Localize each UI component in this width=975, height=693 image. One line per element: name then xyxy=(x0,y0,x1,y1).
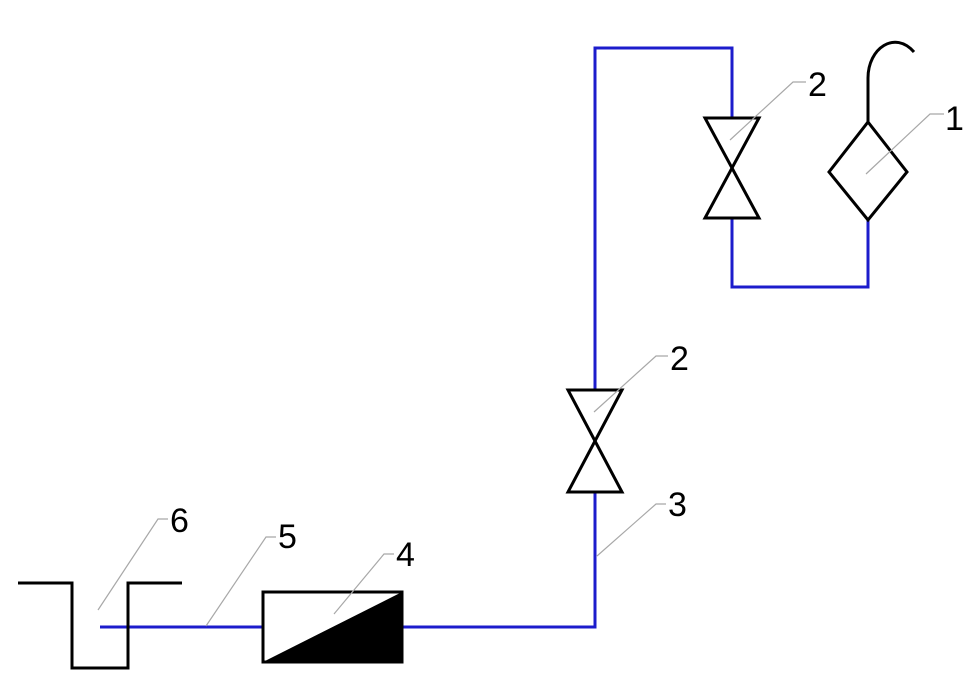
filter-diamond xyxy=(827,119,909,223)
pipe-filter-to-upper-valve xyxy=(730,218,870,289)
lower-valve-triangle-bottom xyxy=(565,437,625,494)
half-filled-box-icon xyxy=(261,590,404,664)
lower-valve-triangle-top xyxy=(565,388,625,445)
tank-outline xyxy=(18,581,182,670)
callout-labels: 1 2 2 3 4 5 6 xyxy=(170,66,964,574)
callout-6: 6 xyxy=(170,502,189,540)
leader-2-lower xyxy=(593,355,668,413)
callout-2-upper: 2 xyxy=(808,66,827,104)
pipe-upper-valve-to-lower-valve xyxy=(593,46,734,390)
diamond-filter-icon xyxy=(827,40,916,223)
upper-valve-triangle-top xyxy=(702,116,762,172)
gate-valve-icon-lower xyxy=(565,388,625,494)
open-tank-icon xyxy=(18,581,182,670)
leader-4 xyxy=(333,553,394,615)
piping xyxy=(100,46,870,629)
leader-5 xyxy=(205,536,276,627)
callout-4: 4 xyxy=(396,536,415,574)
leader-1 xyxy=(865,113,944,175)
callout-3: 3 xyxy=(668,486,687,524)
callout-5: 5 xyxy=(278,518,297,556)
callout-1: 1 xyxy=(945,100,964,138)
box-fill-triangle xyxy=(263,592,402,662)
upper-valve-triangle-bottom xyxy=(702,164,762,220)
callout-2-lower: 2 xyxy=(670,340,689,378)
leader-3 xyxy=(596,503,666,557)
box-outline xyxy=(261,590,404,664)
leader-2-upper xyxy=(729,81,806,141)
filter-hook xyxy=(866,40,916,122)
leader-lines xyxy=(97,81,944,627)
gate-valve-icon-upper xyxy=(702,116,762,220)
leader-6 xyxy=(97,518,168,611)
pipe-lower-valve-to-box xyxy=(402,492,597,629)
